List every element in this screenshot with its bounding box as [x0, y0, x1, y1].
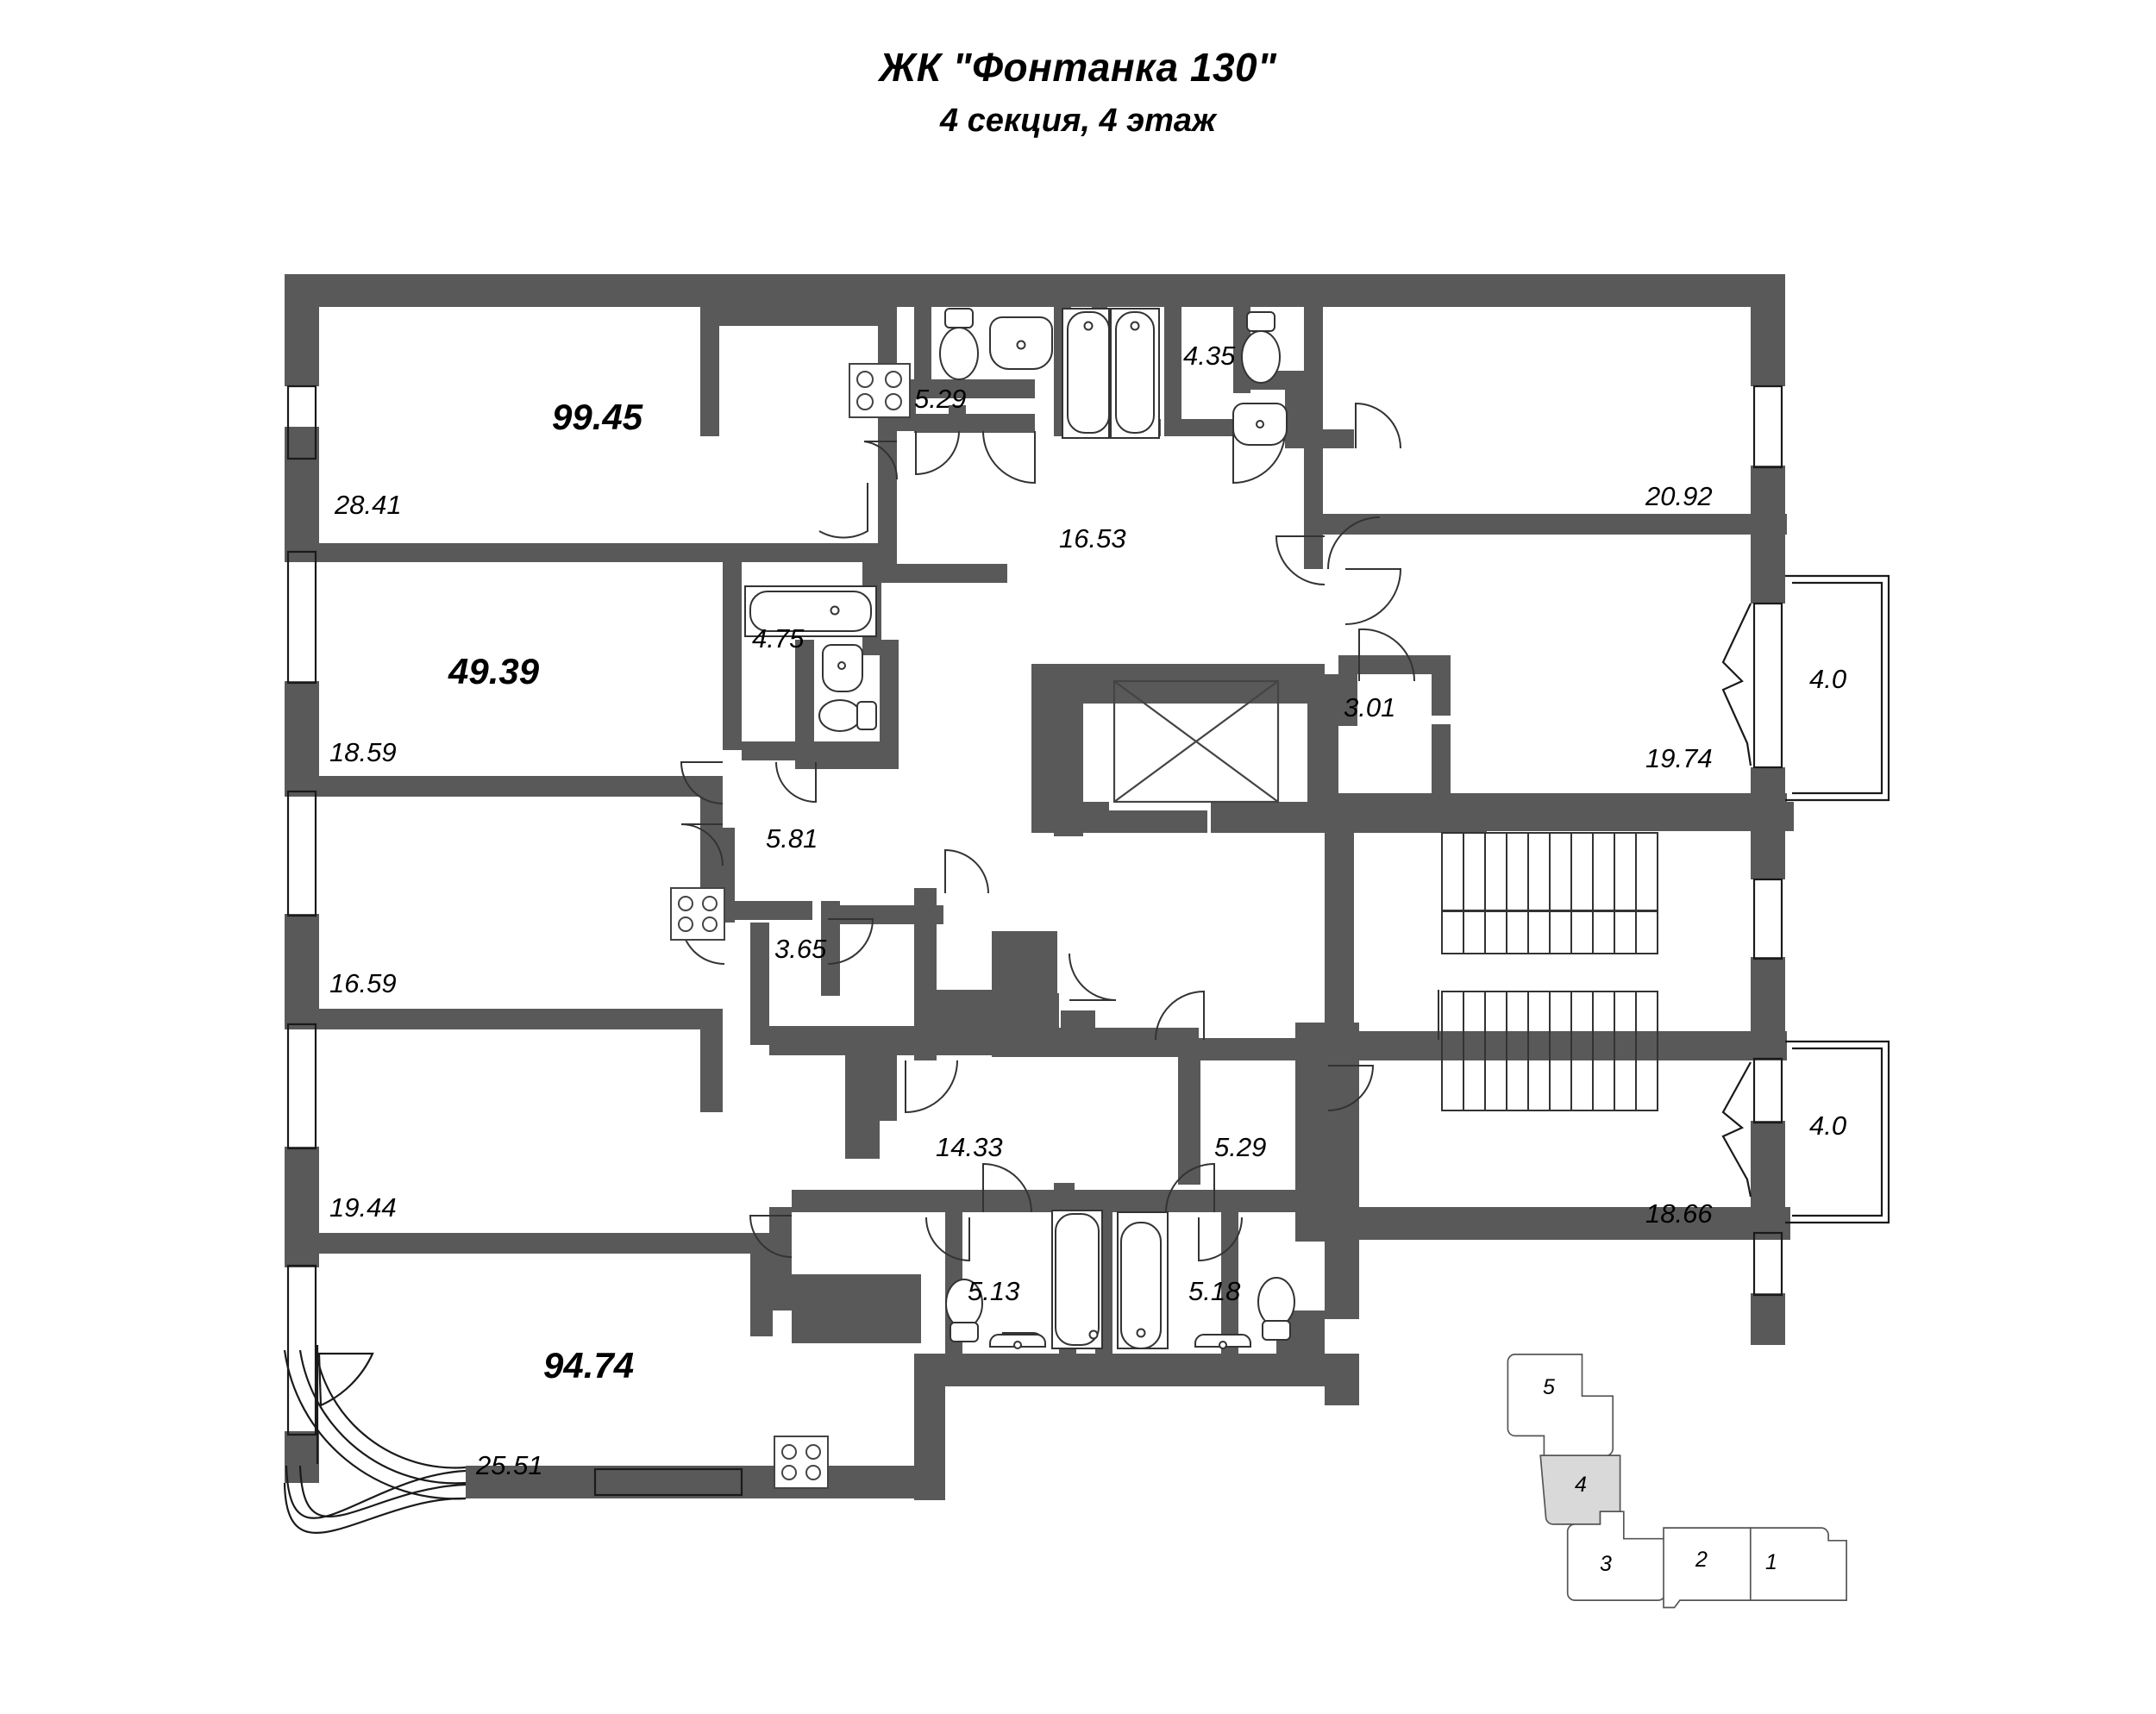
apartment-total-94-74: 94.74 — [543, 1345, 635, 1386]
curved-corner — [283, 1349, 467, 1500]
stove-icons — [670, 363, 911, 1489]
room-area-18-66: 18.66 — [1645, 1198, 1713, 1229]
toilet-icon — [945, 1279, 983, 1342]
room-area-20-92: 20.92 — [1645, 481, 1713, 511]
bathtub-icon — [1117, 1211, 1169, 1349]
room-area-5-18: 5.18 — [1188, 1276, 1241, 1306]
room-area-16-53: 16.53 — [1059, 523, 1126, 554]
sink-icon — [1232, 403, 1288, 446]
room-area-5-29-bottom: 5.29 — [1214, 1132, 1267, 1162]
section-key-label-1: 1 — [1765, 1550, 1777, 1574]
room-area-18-59: 18.59 — [329, 737, 397, 767]
section-key-label-2: 2 — [1695, 1548, 1708, 1572]
bathtub-icon — [1051, 1210, 1103, 1349]
room-area-16-59: 16.59 — [329, 968, 397, 998]
room-area-14-33: 14.33 — [936, 1132, 1003, 1162]
bathtub-icon — [1062, 308, 1110, 439]
toilet-icon — [1257, 1277, 1295, 1341]
sink-icon — [989, 316, 1053, 370]
page-subtitle: 4 секция, 4 этаж — [939, 102, 1217, 139]
bathroom-fixtures — [744, 308, 1295, 1349]
walls-layer — [285, 274, 1794, 1500]
room-area-3-65: 3.65 — [774, 934, 827, 964]
door-swings — [680, 402, 1439, 1262]
title-block: ЖК "Фонтанка 130" 4 секция, 4 этаж — [0, 43, 2156, 142]
sink-icon — [822, 644, 863, 692]
room-area-5-13: 5.13 — [968, 1276, 1020, 1306]
room-area-3-01: 3.01 — [1344, 692, 1396, 723]
room-area-5-81: 5.81 — [766, 823, 818, 854]
stove-icon — [849, 363, 911, 418]
toilet-icon — [1241, 311, 1281, 384]
sink-icon — [1194, 1334, 1251, 1349]
staircase-icon — [1441, 832, 1658, 1111]
balcony-area-4-0-bottom: 4.0 — [1809, 1110, 1847, 1141]
section-shape-1 — [1749, 1527, 1847, 1601]
stove-icon — [774, 1436, 829, 1489]
room-area-5-29-top: 5.29 — [914, 384, 967, 414]
room-area-25-51: 25.51 — [476, 1450, 543, 1480]
bathtub-icon — [1110, 308, 1160, 439]
toilet-icon — [818, 699, 877, 732]
section-shape-5 — [1507, 1354, 1614, 1457]
apartment-total-99-45: 99.45 — [552, 397, 643, 437]
bathtub-icon — [744, 585, 877, 637]
section-key-label-4: 4 — [1575, 1473, 1587, 1497]
section-key-label-5: 5 — [1543, 1375, 1555, 1399]
section-shape-3 — [1566, 1511, 1666, 1601]
outlines-layer — [283, 385, 1890, 1534]
apartment-total-49-39: 49.39 — [448, 651, 540, 691]
balcony-area-4-0-top: 4.0 — [1809, 664, 1847, 694]
toilet-icon — [939, 308, 979, 380]
room-area-4-35: 4.35 — [1183, 341, 1236, 371]
section-key-diagram — [1507, 1354, 1847, 1609]
room-area-19-74: 19.74 — [1645, 743, 1713, 773]
section-key-label-3: 3 — [1600, 1552, 1612, 1576]
stove-icon — [670, 887, 725, 941]
page-title: ЖК "Фонтанка 130" — [879, 45, 1277, 90]
room-area-19-44: 19.44 — [329, 1192, 397, 1223]
elevator-shaft-icon — [1112, 679, 1280, 804]
room-area-4-75: 4.75 — [752, 623, 805, 654]
room-area-28-41: 28.41 — [335, 490, 402, 520]
sink-icon — [989, 1332, 1046, 1349]
